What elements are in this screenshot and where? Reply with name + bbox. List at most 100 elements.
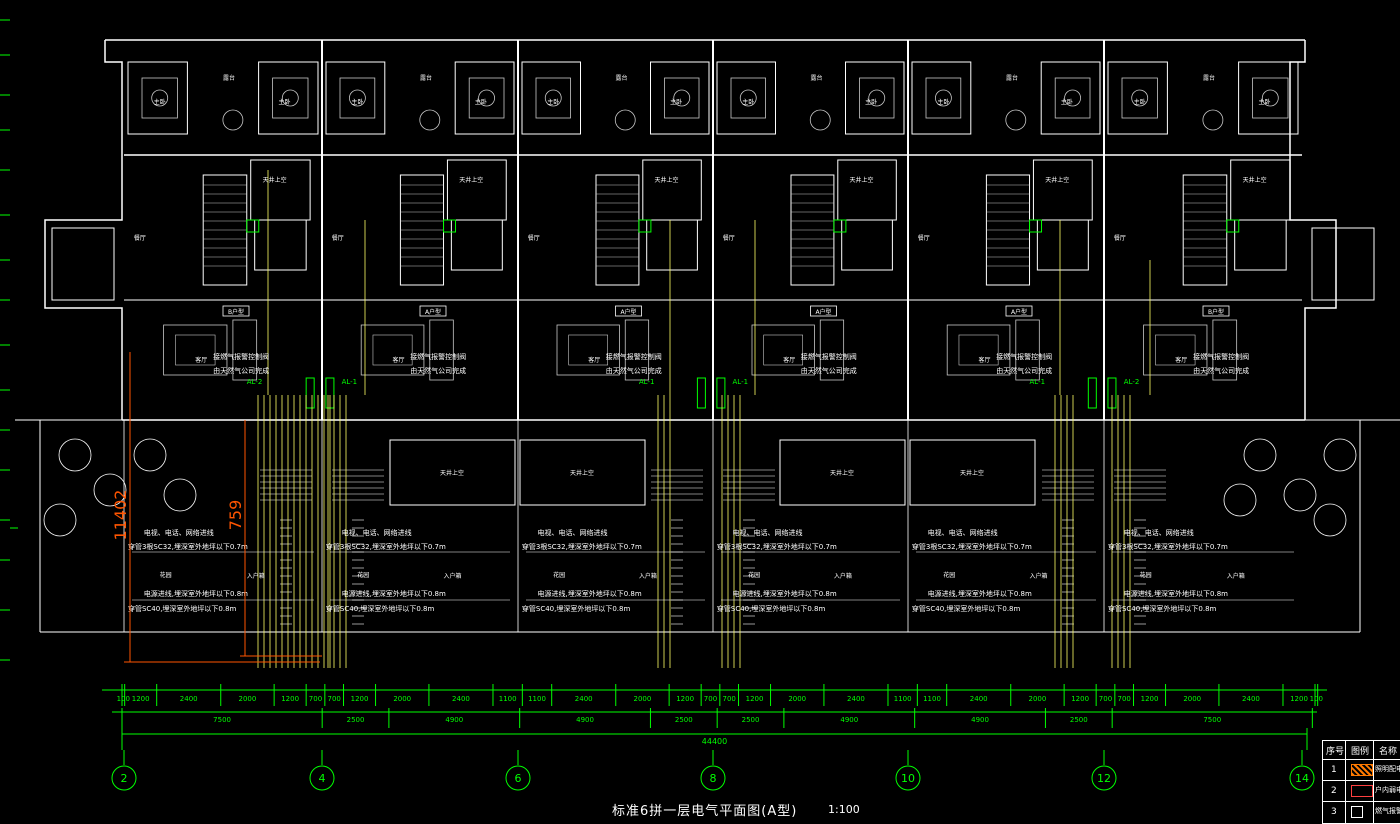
- bed-furniture: [272, 77, 309, 119]
- gas-note-line2: 由天然气公司完成: [410, 366, 466, 375]
- room-label-bedroom: 主卧: [1258, 98, 1270, 106]
- gas-note-line2: 由天然气公司完成: [996, 366, 1052, 375]
- comm-note-line1: 电视、电话、网络进线: [928, 528, 998, 537]
- dim-row2-label: 2500: [1070, 716, 1088, 724]
- entry-label: 入户箱: [1030, 572, 1048, 580]
- bath-wall: [646, 219, 698, 271]
- gas-note-line2: 由天然气公司完成: [801, 366, 857, 375]
- tree-symbol: [58, 438, 92, 472]
- panel-tag: AL-2: [247, 378, 263, 386]
- tree-symbol: [1283, 478, 1317, 512]
- legend-header-name: 名称: [1379, 747, 1398, 757]
- comm-note-line2: 穿管3根SC32,埋深室外地坪以下0.7m: [717, 542, 837, 551]
- bed-pillow: [1261, 89, 1279, 107]
- tree-symbol: [93, 473, 127, 507]
- dining-table: [232, 319, 258, 381]
- power-note-line1: 电源进线,埋深室外地坪以下0.8m: [733, 589, 837, 598]
- power-note-line2: 穿管SC40,埋深室外地坪以下0.8m: [912, 604, 1021, 613]
- dim-row1-label: 1100: [894, 695, 912, 703]
- dim-row1-label: 1100: [923, 695, 941, 703]
- garden-label: 花园: [943, 571, 955, 579]
- bed-furniture: [1252, 77, 1289, 119]
- bed-pillow: [1064, 89, 1081, 107]
- tree-symbol: [1243, 438, 1277, 472]
- unit-tag-box: [810, 305, 837, 317]
- room-label-dining: 餐厅: [723, 234, 735, 242]
- dim-row1-label: 2400: [1242, 695, 1260, 703]
- axis-label: 2: [121, 772, 128, 785]
- room-label-bedroom: 主卧: [1134, 98, 1146, 106]
- gas-alarm-box: [833, 219, 847, 233]
- bed-furniture: [1121, 77, 1158, 119]
- coffee-table: [372, 334, 413, 366]
- courtyard-void: [389, 439, 516, 506]
- unit-tag: B户型: [1208, 308, 1224, 316]
- gas-note-line1: 接燃气报警控制阀: [1193, 352, 1249, 361]
- dim-row1-label: 1200: [1290, 695, 1308, 703]
- dim-row1-label: 700: [309, 695, 322, 703]
- dim-row1-label: 1100: [528, 695, 546, 703]
- bedroom-wall: [845, 61, 905, 135]
- dim-row2-label: 4900: [840, 716, 858, 724]
- dim-row1-label: 2000: [1029, 695, 1047, 703]
- axis-label: 4: [319, 772, 326, 785]
- bedroom-wall: [1040, 61, 1101, 135]
- bed-pillow: [673, 89, 691, 107]
- dim-row1-label: 700: [704, 695, 717, 703]
- bath-wall: [1234, 219, 1287, 271]
- bed-furniture: [339, 77, 376, 119]
- room-label-living: 客厅: [783, 356, 795, 364]
- dim-row2-label: 2500: [347, 716, 365, 724]
- power-note-line2: 穿管SC40,埋深室外地坪以下0.8m: [717, 604, 826, 613]
- bedroom-wall: [454, 61, 515, 135]
- axis-bubble: [111, 765, 137, 791]
- room-label-bedroom: 主卧: [154, 98, 166, 106]
- room-label-courtyard: 天井上空: [1243, 176, 1267, 184]
- garden-label: 花园: [1140, 571, 1152, 579]
- bath-wall: [841, 219, 893, 271]
- tree-symbol: [43, 503, 77, 537]
- dim-row1-label: 700: [1117, 695, 1130, 703]
- room-label-living: 客厅: [195, 356, 207, 364]
- dim-row2-label: 4900: [576, 716, 594, 724]
- power-note-line1: 电源进线,埋深室外地坪以下0.8m: [928, 589, 1032, 598]
- entry-label: 入户箱: [444, 572, 462, 580]
- terrace-left: [51, 227, 115, 301]
- building-outline-left: [44, 40, 123, 420]
- bedroom-wall: [650, 61, 710, 135]
- room-label-terrace: 露台: [1006, 74, 1018, 82]
- bedroom-wall: [127, 61, 188, 135]
- dim-row1-label: 1200: [1141, 695, 1159, 703]
- room-label-terrace: 露台: [223, 74, 235, 82]
- room-label-dining: 餐厅: [528, 234, 540, 242]
- dim-row1-label: 1200: [351, 695, 369, 703]
- courtyard-void: [779, 439, 906, 506]
- panel-tag: AL-1: [733, 378, 749, 386]
- bed-furniture: [141, 77, 178, 119]
- dim-row1-label: 100: [1310, 695, 1323, 703]
- bed-furniture: [664, 77, 700, 119]
- gas-note-line2: 由天然气公司完成: [213, 366, 269, 375]
- entry-label: 入户箱: [247, 572, 265, 580]
- garden-label: 花园: [160, 571, 172, 579]
- bed-furniture: [468, 77, 505, 119]
- terrace-table: [1202, 109, 1224, 131]
- unit-tag-box: [222, 305, 250, 317]
- room-label-living: 客厅: [1175, 356, 1187, 364]
- garden-label: 花园: [553, 571, 565, 579]
- comm-note-line1: 电视、电话、网络进线: [1124, 528, 1194, 537]
- dim-row1-label: 1200: [132, 695, 150, 703]
- furniture-layer: [141, 77, 1289, 381]
- courtyard-void: [909, 439, 1036, 506]
- courtyard-void: [519, 439, 646, 506]
- gas-alarm-box: [443, 219, 457, 233]
- dim-row2-label: 4900: [445, 716, 463, 724]
- dim-row1-label: 2400: [452, 695, 470, 703]
- dim-row1-label: 2000: [393, 695, 411, 703]
- terrace-table: [419, 109, 441, 131]
- power-note-line1: 电源进线,埋深室外地坪以下0.8m: [1124, 589, 1228, 598]
- room-label-living: 客厅: [979, 356, 991, 364]
- axis-label: 6: [515, 772, 522, 785]
- tree-symbol: [1313, 503, 1347, 537]
- legend-row-no: 1: [1331, 765, 1337, 775]
